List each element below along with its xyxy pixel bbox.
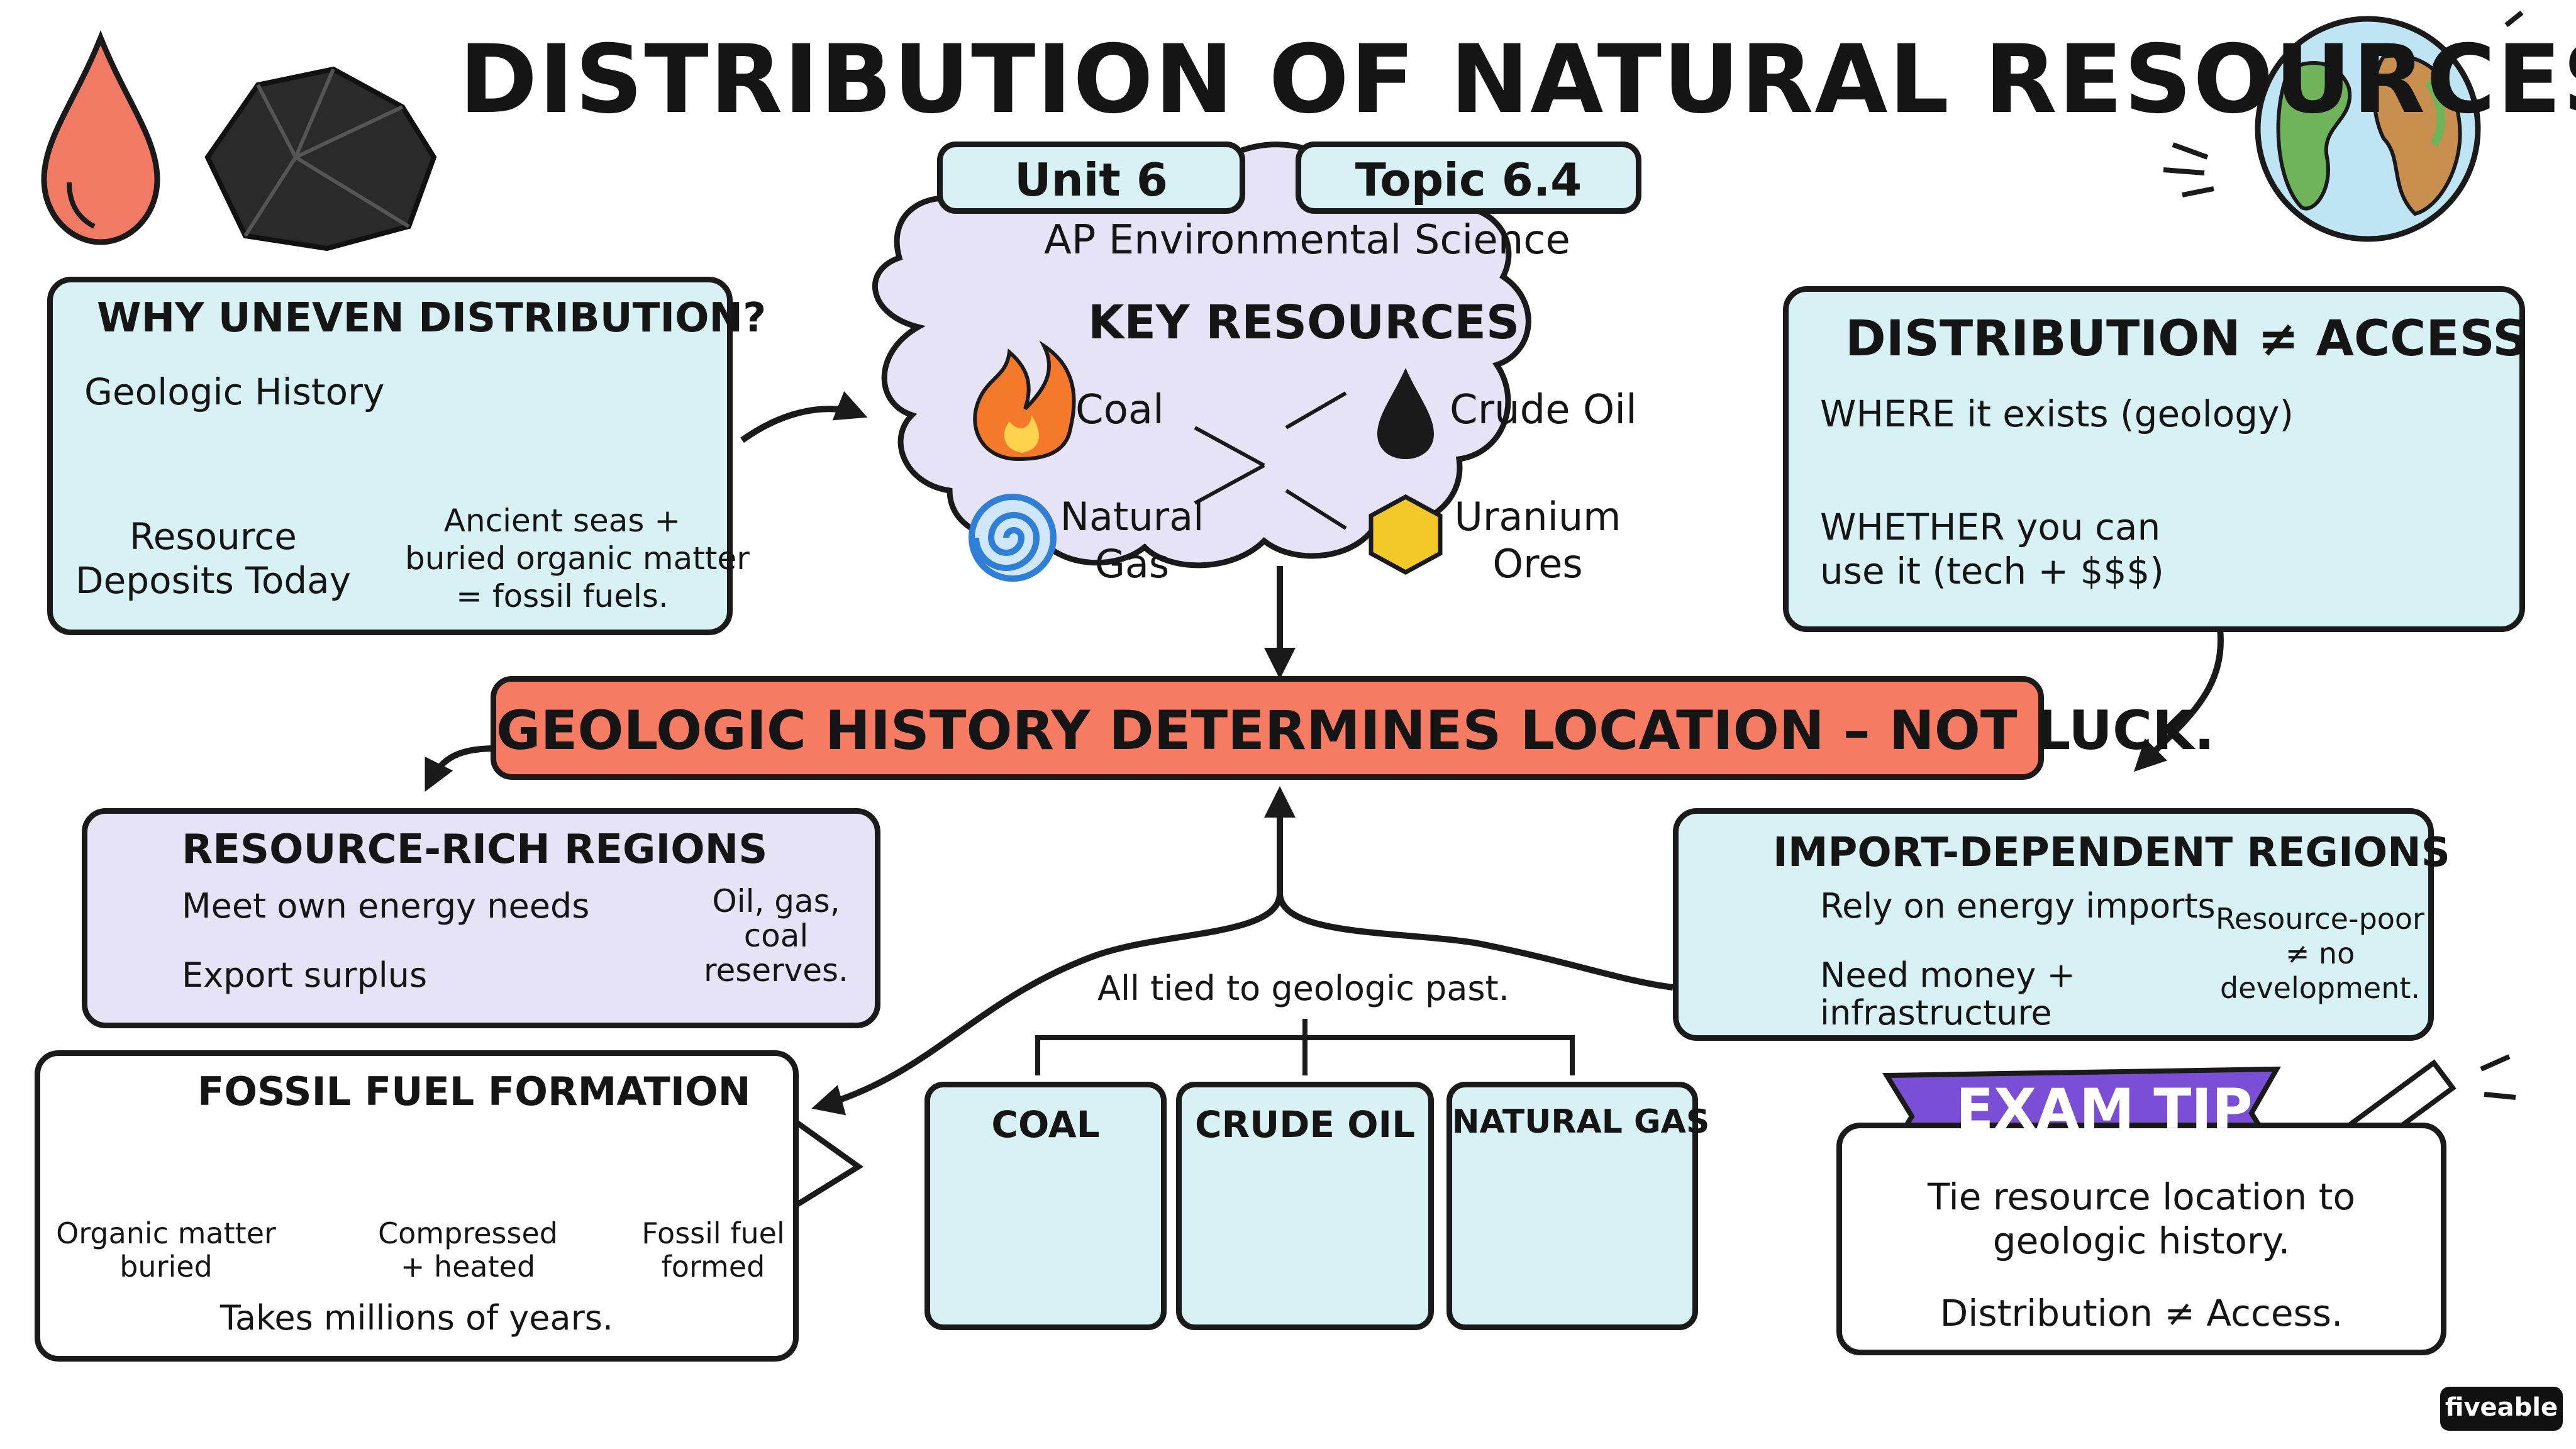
- access-whether-line1: WHETHER you can: [1820, 506, 2161, 548]
- coal-panel-label: COAL: [991, 1103, 1100, 1146]
- tied-bracket: [1035, 1019, 1575, 1075]
- cloud-connector-lines: [1194, 391, 1347, 530]
- gas-swirl-icon: [969, 494, 1057, 582]
- resource-rich-heading: RESOURCE-RICH REGIONS: [182, 826, 768, 873]
- globe-icon: [2163, 10, 2545, 242]
- key-uranium-line2: Ores: [1492, 541, 1583, 587]
- import-note-line3: development.: [2219, 971, 2421, 1005]
- step1-line1: Organic matter: [56, 1216, 276, 1250]
- exam-tip-panel: Tie resource location to geologic histor…: [1836, 1123, 2446, 1355]
- key-uranium-line1: Uranium: [1454, 494, 1621, 540]
- distribution-access-heading: DISTRIBUTION ≠ ACCESS: [1845, 311, 2528, 367]
- why-cause: Geologic History: [84, 370, 385, 413]
- exam-tip-line3: Distribution ≠ Access.: [1940, 1292, 2343, 1335]
- rich-note-line1: Oil, gas,: [712, 883, 840, 919]
- why-note-line2: buried organic matter: [405, 540, 750, 577]
- import-dependent-panel: IMPORT-DEPENDENT REGIONS Rely on energy …: [1673, 808, 2450, 1041]
- arrow-to-import: [1277, 892, 1674, 991]
- step1-number: 1: [88, 1113, 106, 1141]
- fossil-box-tail: [791, 1117, 864, 1210]
- step3-number: 3: [648, 1113, 665, 1141]
- key-crude-oil: Crude Oil: [1450, 387, 1637, 433]
- exam-tip-line2: geologic history.: [1992, 1219, 2290, 1262]
- step2-number: 2: [362, 1113, 379, 1141]
- course-name: AP Environmental Science: [1044, 217, 1570, 264]
- fossil-formation-panel: FOSSIL FUEL FORMATION 1 2 3 Organic matt…: [35, 1050, 799, 1362]
- import-note-line1: Resource-poor: [2216, 902, 2424, 936]
- brand-badge: fiveable: [2440, 1387, 2563, 1431]
- page-title: DISTRIBUTION OF NATURAL RESOURCES: [459, 25, 2576, 135]
- distribution-access-panel: DISTRIBUTION ≠ ACCESS WHERE it exists (g…: [1783, 286, 2528, 632]
- why-note-line3: = fossil fuels.: [456, 578, 669, 614]
- access-where: WHERE it exists (geology): [1820, 392, 2294, 435]
- main-banner: GEOLOGIC HISTORY DETERMINES LOCATION – N…: [491, 676, 2215, 780]
- coal-panel: COAL: [924, 1082, 1167, 1330]
- oil-drop-icon: [41, 30, 160, 245]
- import-note-line2: ≠ no: [2285, 936, 2355, 970]
- resource-rich-panel: RESOURCE-RICH REGIONS Meet own energy ne…: [82, 808, 880, 1028]
- step3-line2: formed: [661, 1250, 765, 1284]
- key-natural-gas-line1: Natural: [1060, 494, 1204, 540]
- key-resources-heading: KEY RESOURCES: [1088, 296, 1520, 350]
- crude-oil-panel-label: CRUDE OIL: [1194, 1103, 1416, 1146]
- fossil-heading: FOSSIL FUEL FORMATION: [197, 1069, 751, 1114]
- step2-line2: + heated: [400, 1250, 536, 1284]
- why-uneven-panel: WHY UNEVEN DISTRIBUTION? Geologic Histor…: [47, 277, 766, 635]
- fossil-footer: Takes millions of years.: [219, 1298, 614, 1338]
- step1-line2: buried: [119, 1250, 213, 1284]
- import-item-2-line2: infrastructure: [1820, 993, 2052, 1033]
- key-coal: Coal: [1075, 387, 1164, 433]
- why-effect-line2: Deposits Today: [75, 559, 352, 602]
- unit-badge: Unit 6: [937, 142, 1245, 214]
- rich-note-line2: coal: [743, 918, 809, 954]
- topic-badge: Topic 6.4: [1296, 142, 1641, 214]
- uranium-hexagon-icon: [1368, 494, 1443, 575]
- exam-tip-label: EXAM TIP: [1956, 1077, 2253, 1141]
- import-dependent-heading: IMPORT-DEPENDENT REGIONS: [1773, 830, 2450, 876]
- why-effect-line1: Resource: [130, 515, 297, 558]
- arrow-banner-to-rich: [425, 745, 497, 792]
- rich-item-2: Export surplus: [182, 955, 428, 995]
- brand-label: fiveable: [2445, 1393, 2558, 1422]
- topic-label: Topic 6.4: [1355, 153, 1582, 206]
- access-whether-line2: use it (tech + $$$): [1820, 550, 2164, 592]
- step2-line1: Compressed: [378, 1216, 558, 1250]
- key-natural-gas-line2: Gas: [1094, 541, 1170, 587]
- rich-note-line3: reserves.: [704, 952, 848, 989]
- natural-gas-panel-label: NATURAL GAS: [1452, 1103, 1710, 1141]
- tied-caption: All tied to geologic past.: [1097, 969, 1509, 1008]
- crude-oil-panel: CRUDE OIL: [1176, 1082, 1434, 1330]
- arrow-to-fossil: [811, 892, 1283, 1116]
- import-item-2-line1: Need money +: [1820, 955, 2075, 995]
- import-item-1: Rely on energy imports: [1820, 886, 2216, 926]
- why-uneven-heading: WHY UNEVEN DISTRIBUTION?: [97, 295, 767, 341]
- natural-gas-panel: NATURAL GAS: [1446, 1082, 1710, 1330]
- exam-tip-line1: Tie resource location to: [1928, 1175, 2355, 1218]
- arrow-access-to-import: [2133, 628, 2224, 772]
- why-note-line1: Ancient seas +: [443, 502, 681, 539]
- unit-label: Unit 6: [1014, 153, 1168, 206]
- fire-icon: [973, 340, 1076, 462]
- banner-text: GEOLOGIC HISTORY DETERMINES LOCATION – N…: [496, 699, 2215, 762]
- rich-item-1: Meet own energy needs: [182, 886, 590, 926]
- crude-oil-drop-icon: [1377, 368, 1434, 459]
- step3-line1: Fossil fuel: [641, 1216, 785, 1250]
- arrow-why-to-key: [740, 391, 868, 443]
- coal-lump-icon: [204, 66, 437, 252]
